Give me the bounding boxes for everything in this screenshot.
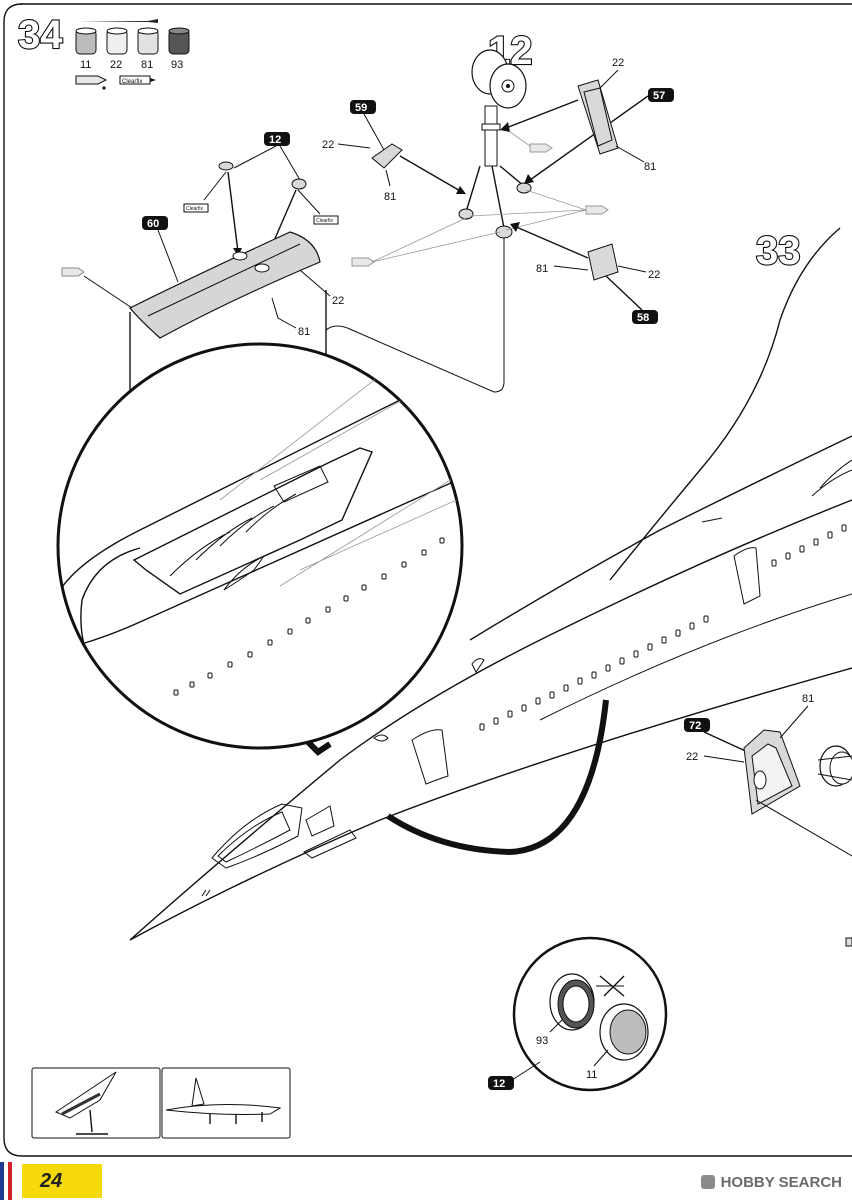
step-number-34: 34	[18, 13, 63, 57]
paint-code-22-57: 22	[612, 57, 624, 69]
cement-tube-icon-gear-b	[585, 205, 609, 215]
paint-code-81-57: 81	[644, 161, 656, 173]
cement-tube-icon-gear-c	[351, 257, 375, 267]
clearfix-tube-icon-a: Clearfix	[183, 203, 209, 213]
paint-code-81-59: 81	[384, 191, 396, 203]
part-tag-12-bottom: 12	[488, 1076, 514, 1090]
hobbysearch-logo-icon	[700, 1175, 715, 1189]
paint-pot-icon-93	[168, 27, 190, 55]
clearfix-tube-icon: Clearfix	[119, 75, 156, 85]
watermark: HOBBY SEARCH	[700, 1172, 842, 1192]
part-tag-60: 60	[142, 216, 168, 230]
small-part-12a	[218, 161, 234, 171]
svg-text:60: 60	[147, 218, 159, 230]
small-part-12b	[291, 178, 307, 190]
paint-label-93: 93	[171, 59, 183, 71]
svg-text:12: 12	[269, 134, 281, 146]
paint-code-22-58: 22	[648, 269, 660, 281]
paint-code-22-72: 22	[686, 751, 698, 763]
svg-text:12: 12	[493, 1078, 505, 1090]
page-number: 24	[22, 1164, 102, 1198]
paint-code-81-72: 81	[802, 693, 814, 705]
wheel-detail-circle	[512, 936, 668, 1092]
gear-door-part-59	[371, 143, 403, 169]
svg-text:57: 57	[653, 90, 665, 102]
svg-text:72: 72	[689, 720, 701, 732]
paint-code-22-panel: 22	[332, 295, 344, 307]
paint-pot-icon-11	[75, 27, 97, 55]
paint-label-11: 11	[80, 59, 91, 71]
paint-pot-icon-22	[106, 27, 128, 55]
flag-stripe-white	[4, 1162, 8, 1200]
clearfix-tube-icon-b: Clearfix	[313, 215, 339, 225]
watermark-text: HOBBY SEARCH	[720, 1173, 842, 1191]
cement-tube-icon-gear-a	[529, 143, 553, 153]
paint-code-22-59: 22	[322, 139, 334, 151]
svg-text:Clearfix: Clearfix	[122, 79, 142, 85]
svg-text:Clearfix: Clearfix	[186, 206, 203, 212]
brush-icon	[78, 19, 158, 23]
engine-nozzle-drawing	[817, 745, 852, 787]
flag-stripe-red	[8, 1162, 12, 1200]
paint-label-81: 81	[141, 59, 153, 71]
paint-code-81-panel: 81	[298, 326, 310, 338]
thumbnail-stand-view	[31, 1067, 161, 1139]
gear-door-part-58	[587, 243, 619, 281]
thumbnail-landing-view	[161, 1067, 291, 1139]
page-frame	[3, 3, 852, 1157]
part-tag-12-top: 12	[264, 132, 290, 146]
part-tag-72: 72	[684, 718, 710, 732]
svg-text:Clearfix: Clearfix	[316, 218, 333, 224]
svg-text:58: 58	[637, 312, 649, 324]
step-number-33: 33	[756, 229, 801, 273]
paint-code-93-wheel: 93	[536, 1035, 548, 1047]
dorsal-panel-part-60	[129, 231, 321, 339]
paint-code-11-wheel: 11	[586, 1069, 597, 1081]
cement-tube-icon-panel	[61, 267, 85, 277]
part-tag-57: 57	[648, 88, 674, 102]
gear-door-part-57	[577, 79, 619, 155]
svg-text:59: 59	[355, 102, 367, 114]
part-tag-59: 59	[350, 100, 376, 114]
paint-pot-icon-81	[137, 27, 159, 55]
flag-stripe-blue	[0, 1162, 4, 1200]
paint-label-22: 22	[110, 59, 122, 71]
cement-tube-icon	[75, 75, 108, 90]
landing-gear-assembly	[325, 49, 532, 393]
part-tag-58: 58	[632, 310, 658, 324]
concorde-fuselage-drawing	[129, 227, 852, 941]
paint-code-81-58: 81	[536, 263, 548, 275]
detail-magnify-circle	[56, 342, 464, 750]
